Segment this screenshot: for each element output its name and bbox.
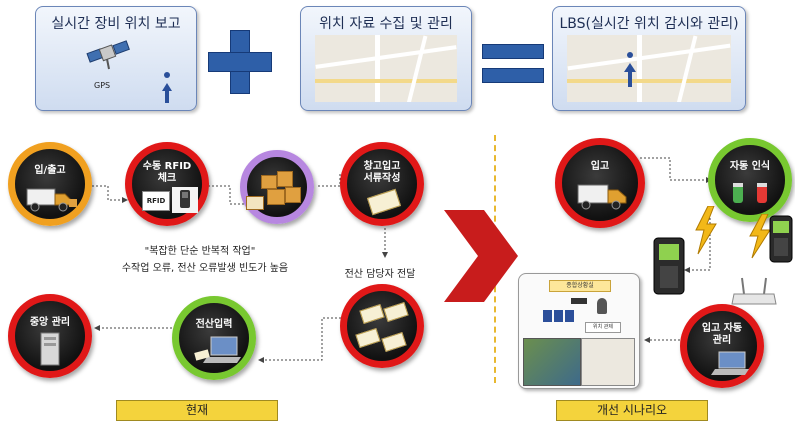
rfid-card-label: RFID [146,197,166,205]
node-auto-recognition-label: 자동 인식 [729,161,771,172]
scenario-flow-arrows [640,157,712,343]
node-manual-rfid: 수동 RFID 체크 RFID [125,142,209,226]
location-marker-icon [624,52,636,87]
street-map [315,35,457,102]
scenario-banner: 개선 시나리오 [556,400,708,421]
lbs-title: LBS(실시간 위치 감시와 관리) [559,16,739,32]
server-rack [571,298,587,304]
location-data-box: 위치 자료 수집 및 관리 [300,6,472,111]
node-warehouse-docs-label-2: 서류작성 [363,173,401,184]
handoff-label: 전산 담당자 전달 [344,269,416,280]
note-line-2: 수작업 오류, 전산 오류발생 빈도가 높음 [121,263,289,274]
note-line-1: "복잡한 단순 반복적 작업" [144,246,256,257]
node-manual-rfid-label-1: 수동 RFID [142,161,192,172]
document-icon [366,188,402,216]
region-map [523,338,581,386]
rfid-card: RFID [142,191,170,211]
lightning-icon [695,206,717,255]
rfid-scanner-icon [172,187,198,213]
node-in-out: 입/출고 [8,142,92,226]
node-warehouse-docs: 창고입고 서류작성 [340,142,424,226]
laptop-icon [194,336,241,363]
mobile-terminal-icon [653,237,685,295]
node-receiving: 입고 [555,138,645,228]
node-data-entry-label: 전산입력 [195,319,233,330]
node-warehouse-docs-label-1: 창고입고 [363,161,401,172]
location-data-title: 위치 자료 수집 및 관리 [319,16,453,32]
plus-sign [208,30,272,94]
lbs-map [567,35,731,102]
node-auto-recognition: 자동 인식 [708,138,792,222]
monitor-label: 위치 관제 [585,322,621,333]
control-room-panel: 종합상황실 위치 관제 [518,273,640,389]
realtime-report-box: 실시간 장비 위치 보고 GPS [35,6,197,111]
truck-icon [26,188,77,212]
transition-chevron-icon [444,210,518,302]
node-central-mgmt-label: 중앙 관리 [29,317,71,328]
node-warehouse-goods [240,150,314,224]
equals-sign [482,44,544,84]
wireless-router-icon [731,277,777,305]
mobile-terminal-icon [769,215,793,263]
server-icon [40,332,60,366]
node-manual-rfid-label-2: 체크 [157,173,177,184]
node-receiving-label: 입고 [590,161,610,172]
operator-icon [597,298,607,314]
truck-icon [577,184,627,210]
loose-box [246,196,264,210]
device-cluster-icon [543,310,574,322]
rfid-tags-icon [733,183,767,203]
node-auto-receiving: 입고 자동 관리 [680,304,764,388]
lbs-box: LBS(실시간 위치 감시와 관리) [552,6,746,111]
location-marker-icon [162,72,172,103]
street-map-thumb [581,338,635,386]
satellite-icon [86,40,130,70]
node-auto-receiving-label-1: 입고 자동 [701,323,743,334]
node-in-out-label: 입/출고 [34,165,66,176]
node-auto-receiving-label-2: 관리 [712,335,732,346]
lightning-icon [749,214,771,259]
node-document-bundle [340,284,424,368]
current-banner: 현재 [116,400,278,421]
laptop-icon [711,351,749,375]
control-room-title: 종합상황실 [549,280,611,292]
node-central-mgmt: 중앙 관리 [8,294,92,378]
gps-label: GPS [94,81,111,90]
realtime-report-title: 실시간 장비 위치 보고 [51,16,181,32]
node-data-entry: 전산입력 [172,296,256,380]
